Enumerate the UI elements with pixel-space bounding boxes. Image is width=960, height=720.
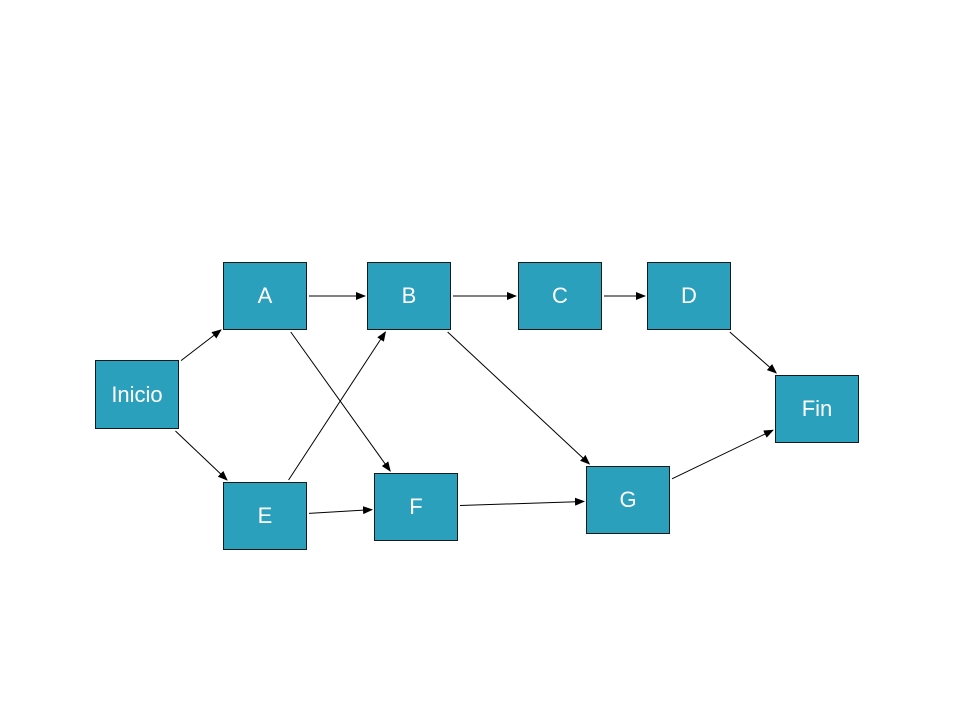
node-label: B [401,283,417,308]
edge-inicio-to-e [175,430,228,481]
edge-g-to-fin [671,429,774,480]
node-b: B [367,262,451,330]
node-label: Inicio [111,381,163,407]
node-inicio: Inicio [95,360,179,429]
node-label: C [552,283,568,308]
node-label: G [619,487,637,512]
node-label: E [257,503,273,528]
edge-inicio-to-a [180,329,222,362]
node-label: Fin [801,396,833,421]
node-fin: Fin [775,375,859,443]
edge-e-to-b [288,331,386,481]
node-f: F [374,473,458,541]
node-c: C [518,262,602,330]
edge-e-to-f [308,506,373,515]
node-g: G [586,466,670,534]
node-label: D [681,283,697,308]
node-e: E [223,482,307,550]
node-d: D [647,262,731,330]
node-label: A [257,283,273,308]
edge-f-to-g [459,497,585,507]
node-label: F [409,494,423,519]
edge-b-to-g [447,331,591,465]
node-a: A [223,262,307,330]
edge-d-to-fin [729,331,777,374]
